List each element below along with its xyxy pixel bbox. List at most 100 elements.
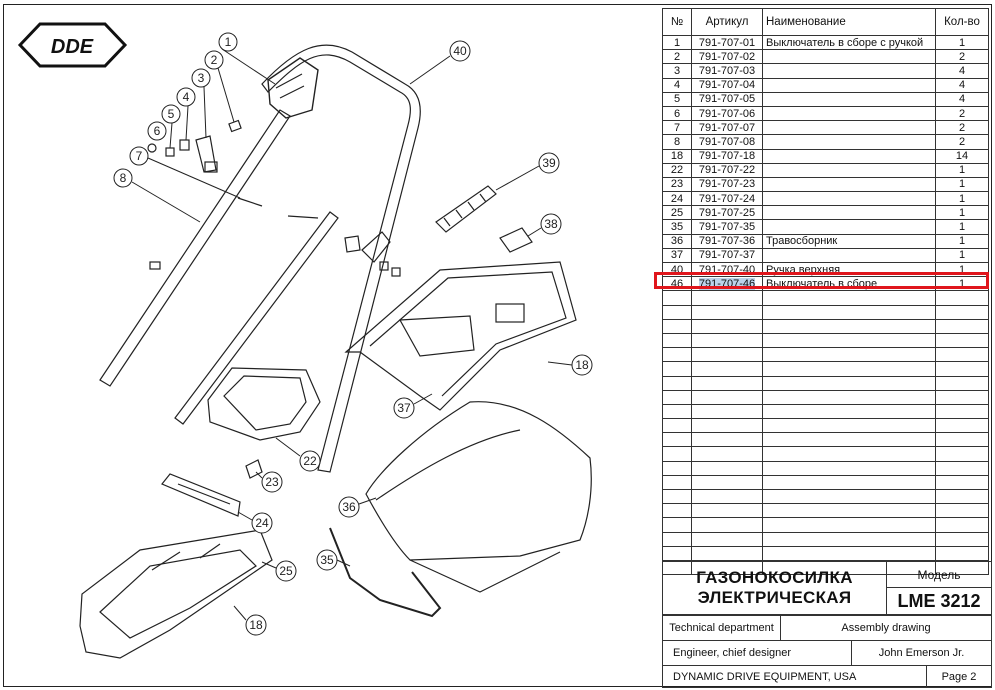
table-row-empty [662, 503, 989, 519]
callout-37: 37 [393, 393, 433, 419]
cell-name [762, 148, 936, 164]
cell-name [762, 219, 936, 235]
callout-8: 8 [113, 168, 201, 223]
cell-no: 6 [662, 105, 692, 122]
header-article: Артикул [691, 8, 763, 36]
cell-empty [935, 304, 989, 320]
cell-empty [935, 474, 989, 491]
table-row-empty [662, 559, 989, 576]
cell-empty [762, 332, 936, 349]
cell-name [762, 49, 936, 65]
header-qty: Кол-во [935, 8, 989, 36]
cell-empty [935, 446, 989, 462]
cell-empty [935, 290, 989, 306]
table-row-empty [662, 290, 989, 306]
table-row-empty [662, 432, 989, 448]
switch-part [267, 57, 319, 119]
cell-empty [935, 318, 989, 334]
assembly-drawing: DDE [17, 22, 593, 659]
cell-empty [662, 531, 692, 547]
cell-no: 37 [662, 247, 692, 264]
cell-empty [935, 460, 989, 476]
cell-empty [762, 361, 936, 377]
cell-empty [762, 403, 936, 420]
product-name: ГАЗОНОКОСИЛКА ЭЛЕКТРИЧЕСКАЯ [662, 561, 887, 615]
svg-text:18: 18 [575, 358, 589, 372]
cell-empty [662, 517, 692, 533]
cell-no: 35 [662, 219, 692, 235]
cell-name: Травосборник [762, 233, 936, 249]
cell-empty [762, 517, 936, 533]
cell-qty: 2 [935, 134, 989, 150]
grass-catcher [365, 401, 592, 561]
cell-article: 791-707-37 [691, 247, 763, 264]
cell-article: 791-707-08 [691, 134, 763, 150]
svg-text:7: 7 [136, 149, 143, 163]
svg-text:39: 39 [542, 156, 556, 170]
cell-empty [662, 488, 692, 505]
logo-text: DDE [51, 36, 94, 58]
cell-empty [762, 304, 936, 320]
table-row-empty [662, 347, 989, 363]
part-22 [207, 367, 321, 441]
cell-no: 36 [662, 233, 692, 249]
cell-empty [935, 517, 989, 533]
cell-name [762, 77, 936, 93]
cell-empty [762, 545, 936, 561]
table-row-empty [662, 531, 989, 547]
cell-no: 24 [662, 191, 692, 207]
cell-empty [762, 503, 936, 519]
cell-no: 3 [662, 63, 692, 79]
callouts: 1 2 3 4 5 6 7 8 40 39 38 18 37 36 35 22 … [113, 32, 593, 636]
callout-39: 39 [495, 152, 560, 191]
cell-empty [935, 347, 989, 363]
svg-text:5: 5 [168, 107, 175, 121]
cell-empty [691, 375, 763, 391]
cell-name: Выключатель в сборе с ручкой [762, 34, 936, 51]
department: Technical department [662, 615, 781, 641]
svg-text:40: 40 [453, 44, 467, 58]
cell-empty [762, 531, 936, 547]
callout-18a: 18 [547, 354, 593, 376]
svg-text:35: 35 [320, 553, 334, 567]
callout-23: 23 [255, 471, 283, 493]
svg-text:6: 6 [154, 124, 161, 138]
cell-empty [762, 432, 936, 448]
table-row-empty [662, 375, 989, 391]
cell-qty: 2 [935, 49, 989, 65]
svg-text:3: 3 [198, 71, 205, 85]
header-no: № [662, 8, 692, 36]
cell-name [762, 205, 936, 221]
cell-no: 7 [662, 120, 692, 136]
cell-qty: 1 [935, 34, 989, 51]
table-row-empty [662, 446, 989, 462]
callout-38: 38 [527, 213, 562, 237]
cell-article: 791-707-04 [691, 77, 763, 93]
part-38 [499, 227, 533, 253]
cell-empty [762, 347, 936, 363]
cell-empty [691, 304, 763, 320]
cell-name [762, 134, 936, 150]
drawing-frame [3, 4, 992, 687]
cell-empty [691, 432, 763, 448]
cell-qty: 4 [935, 63, 989, 79]
cell-qty: 14 [935, 148, 989, 164]
svg-text:23: 23 [265, 475, 279, 489]
cell-qty: 1 [935, 219, 989, 235]
